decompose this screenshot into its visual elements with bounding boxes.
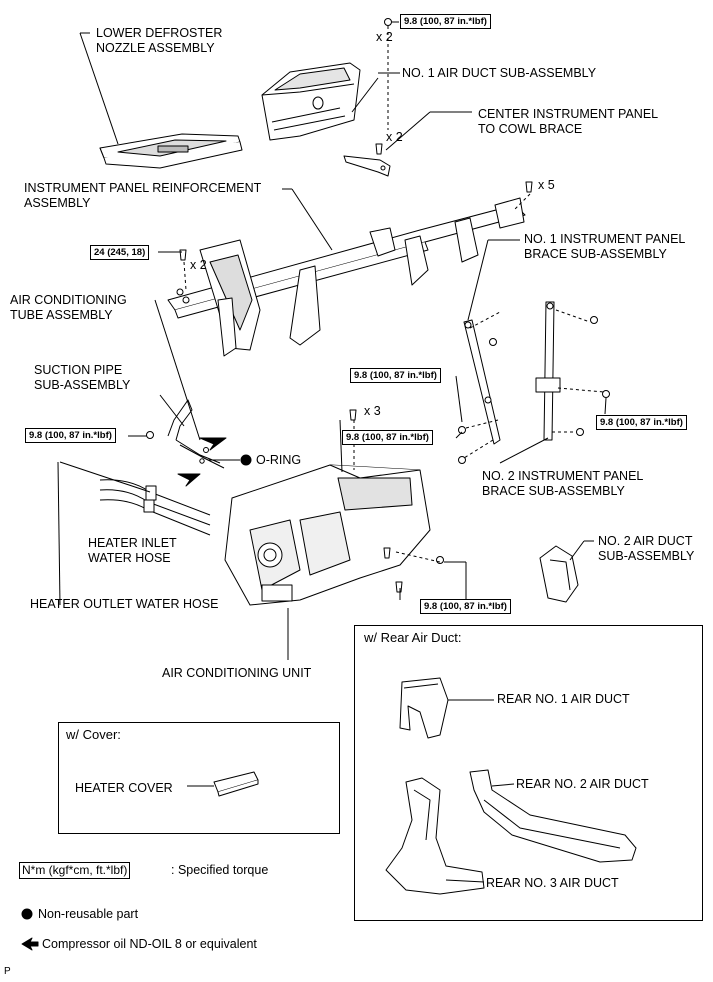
suction-pipe-line2: SUB-ASSEMBLY <box>34 378 131 392</box>
lower-defroster-line2: NOZZLE ASSEMBLY <box>96 41 215 55</box>
no2-brace-line1: NO. 2 INSTRUMENT PANEL <box>482 469 644 483</box>
heater-inlet-line2: WATER HOSE <box>88 551 171 565</box>
ac-tube-line2: TUBE ASSEMBLY <box>10 308 113 322</box>
rear-no1-duct-art <box>399 677 449 739</box>
no1-air-duct-art <box>261 62 361 141</box>
reinforcement-label: INSTRUMENT PANEL REINFORCEMENT ASSEMBLY <box>24 181 261 211</box>
oring-arrows-art <box>177 437 240 487</box>
no2-air-duct-art <box>539 545 579 603</box>
no1-brace-line1: NO. 1 INSTRUMENT PANEL <box>524 232 686 246</box>
count-x3: x 3 <box>364 404 381 418</box>
torque-unit-box: 9.8 (100, 87 in.*lbf) <box>420 599 511 614</box>
center-brace-art <box>343 155 391 177</box>
heater-outlet-label: HEATER OUTLET WATER HOSE <box>30 597 219 611</box>
no2-air-duct-label: NO. 2 AIR DUCT SUB-ASSEMBLY <box>598 534 694 564</box>
torque-unit-legend-box: N*m (kgf*cm, ft.*lbf) <box>19 862 131 879</box>
torque-legend-text: : Specified torque <box>171 863 269 877</box>
heater-inlet-line1: HEATER INLET <box>88 536 177 550</box>
oil-legend-text: Compressor oil ND-OIL 8 or equivalent <box>42 937 257 951</box>
no2-brace-line2: BRACE SUB-ASSEMBLY <box>482 484 625 498</box>
rear-no2-duct-art <box>469 769 637 863</box>
center-brace-line2: TO COWL BRACE <box>478 122 583 136</box>
no1-air-duct-label: NO. 1 AIR DUCT SUB-ASSEMBLY <box>402 66 597 80</box>
count-x5: x 5 <box>538 178 555 192</box>
no2-brace-label: NO. 2 INSTRUMENT PANEL BRACE SUB-ASSEMBL… <box>482 469 643 499</box>
heater-cover-art <box>213 771 259 797</box>
count-x2-top: x 2 <box>376 30 393 44</box>
ac-unit-label: AIR CONDITIONING UNIT <box>162 666 312 680</box>
no2-brace-art <box>535 301 561 441</box>
rear-no2-label: REAR NO. 2 AIR DUCT <box>516 777 649 791</box>
ac-unit-art <box>224 464 431 606</box>
center-brace-line1: CENTER INSTRUMENT PANEL <box>478 107 659 121</box>
lower-defroster-line1: LOWER DEFROSTER <box>96 26 223 40</box>
o-ring-label: O-RING <box>256 453 302 467</box>
no1-brace-line2: BRACE SUB-ASSEMBLY <box>524 247 667 261</box>
bolts-art <box>146 18 610 593</box>
lower-defroster-label: LOWER DEFROSTER NOZZLE ASSEMBLY <box>96 26 222 56</box>
torque-24-box: 24 (245, 18) <box>90 245 150 260</box>
torque-mid-lower-box: 9.8 (100, 87 in.*lbf) <box>342 430 433 445</box>
ac-tube-art <box>167 399 225 469</box>
ac-tube-label: AIR CONDITIONING TUBE ASSEMBLY <box>10 293 127 323</box>
torque-mid-upper-box: 9.8 (100, 87 in.*lbf) <box>350 368 441 383</box>
lower-defroster-nozzle-art <box>99 133 243 169</box>
torque-left-box: 9.8 (100, 87 in.*lbf) <box>25 428 116 443</box>
nonreusable-legend-text: Non-reusable part <box>38 907 139 921</box>
heater-inlet-label: HEATER INLET WATER HOSE <box>88 536 177 566</box>
suction-pipe-line1: SUCTION PIPE <box>34 363 123 377</box>
reinforcement-line1: INSTRUMENT PANEL REINFORCEMENT <box>24 181 262 195</box>
torque-top-box: 9.8 (100, 87 in.*lbf) <box>400 14 491 29</box>
corner-mark: P <box>4 966 11 977</box>
cover-panel-title: w/ Cover: <box>66 727 121 742</box>
rear-no1-label: REAR NO. 1 AIR DUCT <box>497 692 630 706</box>
heater-cover-label: HEATER COVER <box>75 781 173 795</box>
oring-dot-icon <box>240 454 252 466</box>
heater-hoses-art <box>99 479 211 536</box>
no2-air-duct-line2: SUB-ASSEMBLY <box>598 549 695 563</box>
nonreusable-dot-icon <box>21 908 33 920</box>
suction-pipe-label: SUCTION PIPE SUB-ASSEMBLY <box>34 363 130 393</box>
count-x2-left: x 2 <box>190 258 207 272</box>
count-x2-brace: x 2 <box>386 130 403 144</box>
center-brace-label: CENTER INSTRUMENT PANEL TO COWL BRACE <box>478 107 658 137</box>
no1-brace-art <box>463 319 501 445</box>
reinforcement-line2: ASSEMBLY <box>24 196 91 210</box>
torque-right-box: 9.8 (100, 87 in.*lbf) <box>596 415 687 430</box>
rear-no3-label: REAR NO. 3 AIR DUCT <box>486 876 619 890</box>
rear-air-duct-panel <box>354 625 703 921</box>
ac-tube-line1: AIR CONDITIONING <box>10 293 127 307</box>
no2-air-duct-line1: NO. 2 AIR DUCT <box>598 534 693 548</box>
cover-panel <box>58 722 340 834</box>
rear-panel-title: w/ Rear Air Duct: <box>364 630 462 645</box>
no1-brace-label: NO. 1 INSTRUMENT PANEL BRACE SUB-ASSEMBL… <box>524 232 685 262</box>
oil-arrow-icon <box>21 937 39 951</box>
reinforcement-art <box>167 197 526 357</box>
rear-no3-duct-art <box>385 777 485 895</box>
